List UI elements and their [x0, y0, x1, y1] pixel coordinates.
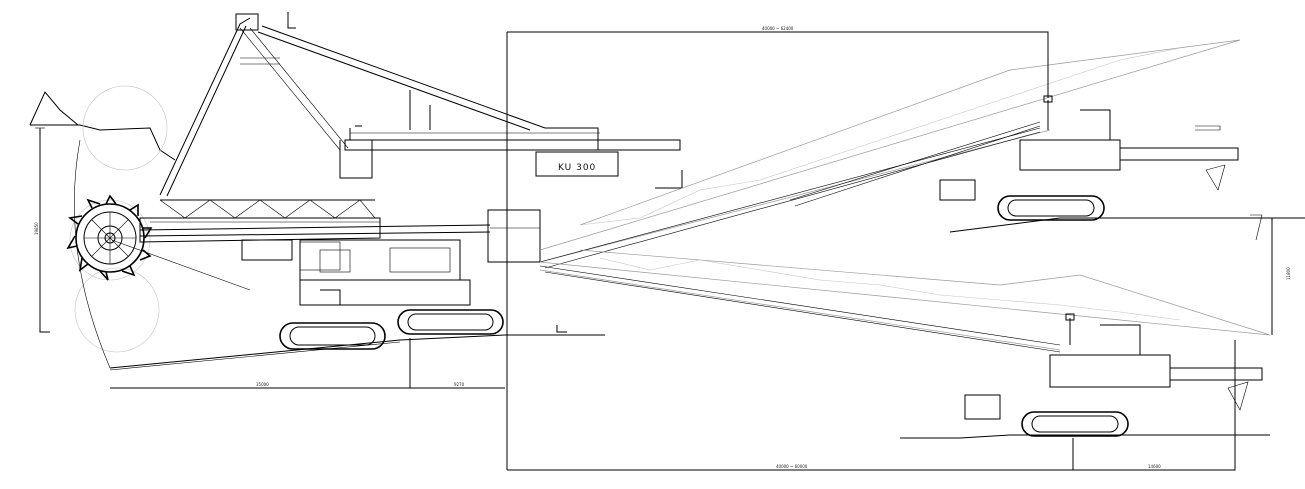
machine-label: KU 300 — [558, 163, 596, 173]
main-crawler-1 — [279, 322, 386, 350]
dim-base-1: 35000 — [256, 382, 269, 387]
dim-right-height: 11800 — [1286, 267, 1291, 280]
dimension-lines — [35, 31, 1273, 471]
mast — [159, 12, 546, 197]
dim-top-span: 40000 ~ 62400 — [762, 26, 794, 31]
counterweight-boom: KU 300 — [339, 125, 683, 189]
lower-bridge-unit — [964, 313, 1263, 437]
dim-base-3: 14600 — [1148, 464, 1161, 469]
wheel-boom — [111, 199, 491, 291]
main-crawler-2 — [397, 309, 504, 335]
lower-loading-boom — [539, 249, 1271, 353]
dim-base-2: 9270 — [454, 382, 465, 387]
upper-bridge-unit — [939, 95, 1239, 221]
ground-lines — [29, 91, 1305, 439]
superstructure — [299, 209, 541, 306]
wheel-reach-circles — [69, 85, 168, 369]
dim-bottom-span: 40000 ~ 60000 — [776, 464, 808, 469]
dimension-texts: 40000 ~ 62400 40000 ~ 60000 35000 9270 1… — [34, 26, 1291, 469]
dim-left-height: 19850 — [34, 222, 39, 235]
upper-loading-boom — [539, 39, 1241, 269]
bucket-wheel — [66, 194, 153, 281]
